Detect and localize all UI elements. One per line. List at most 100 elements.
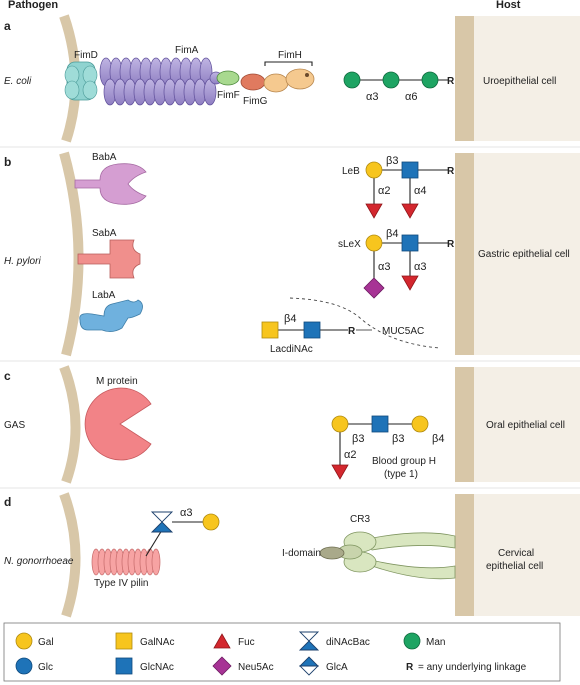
organism-gas: GAS [4, 420, 25, 431]
cr3-receptor [319, 531, 456, 580]
bgh-linkage-4: α2 [344, 449, 356, 461]
bgh-linkage-2: β3 [392, 433, 404, 445]
organism-ngonorrhoeae: N. gonorrhoeae [4, 556, 74, 567]
linkage-a-1: α3 [366, 91, 378, 103]
glycan-lacdinac [261, 321, 348, 339]
d-linkage: α3 [180, 507, 192, 519]
pilin-label: Type IV pilin [94, 578, 148, 589]
legend: Gal GalNAc Fuc diNAcBac Man Glc GlcNAc N… [15, 631, 527, 676]
leb-linkage-3: α4 [414, 185, 426, 197]
legend-fuc-label: Fuc [238, 637, 255, 648]
leb-linkage-1: β3 [386, 155, 398, 167]
pilin-subunit [151, 548, 161, 576]
fimd-label: FimD [74, 50, 98, 61]
fima-rod [99, 57, 223, 106]
leb-label: LeB [342, 166, 360, 177]
fimf-protein [216, 70, 240, 86]
legend-gal-label: Gal [38, 637, 54, 648]
gal-residue-1 [331, 415, 349, 433]
legend-galnac-symbol [115, 632, 133, 650]
idomain-label: I-domain [282, 548, 321, 559]
host-cell-c: Oral epithelial cell [486, 420, 565, 431]
slex-linkage-3: α3 [414, 261, 426, 273]
panel-separators [0, 141, 580, 494]
pathogen-membrane-c [59, 365, 81, 484]
fuc-residue-1 [365, 203, 383, 219]
fimh-label: FimH [278, 50, 302, 61]
lacdinac-label: LacdiNAc [270, 344, 313, 355]
fimg-protein [240, 73, 266, 91]
panel-label-c: c [4, 369, 11, 383]
legend-man-label: Man [426, 637, 445, 648]
host-background [474, 16, 580, 616]
dinacbac-residue [150, 511, 174, 533]
host-cell-b: Gastric epithelial cell [478, 249, 570, 260]
host-cell-a: Uroepithelial cell [483, 76, 556, 87]
gal-residue [202, 513, 220, 531]
saba-protein [77, 239, 141, 279]
host-membrane [455, 16, 474, 616]
muc5ac-chain [289, 297, 441, 349]
legend-r-label: = any underlying linkage [418, 662, 527, 673]
slex-label: sLeX [338, 239, 361, 250]
saba-label: SabA [92, 228, 117, 239]
legend-box [3, 622, 561, 682]
legend-glca-label: GlcA [326, 662, 348, 673]
m-protein-label: M protein [96, 376, 138, 387]
r-linkage-lacdinac: R [348, 326, 356, 337]
glcnac-residue [303, 321, 321, 339]
linkage-a-2: α6 [405, 91, 417, 103]
cr3-label: CR3 [350, 514, 370, 525]
r-linkage-a: R [447, 76, 455, 87]
muc5ac-label: MUC5AC [382, 326, 424, 337]
fimf-label: FimF [217, 90, 240, 101]
type-iv-pilin [91, 548, 161, 576]
panel-label-d: d [4, 495, 11, 509]
fuc-residue [331, 464, 349, 480]
gal-residue [365, 234, 383, 252]
bgh-linkage-3: β4 [432, 433, 444, 445]
slex-linkage-1: β4 [386, 228, 398, 240]
pilin-glycan-link [145, 529, 163, 557]
gal-residue-2 [411, 415, 429, 433]
legend-glca-symbol [298, 656, 320, 676]
legend-galnac-label: GalNAc [140, 637, 174, 648]
m-protein [84, 387, 152, 461]
leb-linkage-2: α2 [378, 185, 390, 197]
host-cell-d-line1: Cervical [498, 548, 534, 559]
panel-label-a: a [4, 19, 11, 33]
legend-neu5ac-label: Neu5Ac [238, 662, 274, 673]
glycan-blood-group-h [331, 415, 429, 480]
pathogen-membrane-d [59, 492, 81, 618]
legend-dinacbac-label: diNAcBac [326, 637, 370, 648]
legend-gal-symbol [15, 632, 33, 650]
baba-label: BabA [92, 152, 117, 163]
glycan-slex [363, 234, 448, 299]
blood-group-h-label: Blood group H [372, 456, 436, 467]
legend-neu5ac-symbol [212, 656, 232, 676]
glcnac-residue [371, 415, 389, 433]
man-residue-3 [421, 71, 439, 89]
fimh-lectin-domain [263, 73, 289, 93]
glycan-a [343, 71, 448, 89]
fuc-residue [401, 275, 419, 291]
fima-label: FimA [175, 45, 199, 56]
fimh-binding-pocket [305, 73, 309, 77]
lacdinac-linkage: β4 [284, 313, 296, 325]
host-header: Host [496, 0, 521, 11]
panel-label-b: b [4, 155, 11, 169]
fimg-label: FimG [243, 96, 268, 107]
legend-dinacbac-symbol [298, 631, 320, 651]
organism-hpylori: H. pylori [4, 256, 41, 267]
fimh-bracket [264, 61, 313, 66]
glycan-leb [365, 161, 448, 219]
blood-group-h-type: (type 1) [384, 469, 418, 480]
r-linkage-leb: R [447, 166, 455, 177]
fuc-residue-2 [401, 203, 419, 219]
legend-glc-symbol [15, 657, 33, 675]
legend-r-symbol: R [406, 662, 414, 673]
baba-protein [74, 163, 147, 205]
fimh-pilin-domain [285, 68, 315, 90]
pathogen-header: Pathogen [8, 0, 58, 11]
